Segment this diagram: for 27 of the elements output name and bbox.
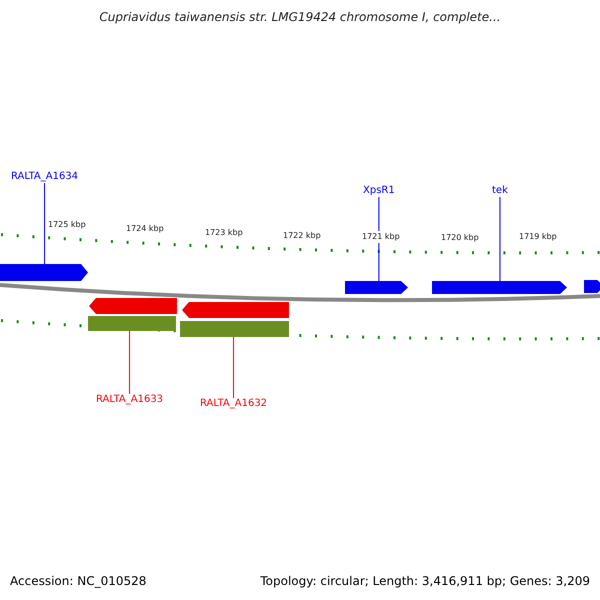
leader-line <box>499 196 500 282</box>
coding-region-block <box>88 316 176 331</box>
gene-label: tek <box>492 185 508 197</box>
accession-text: Accession: NC_010528 <box>10 575 146 587</box>
gene-feature <box>345 281 408 294</box>
gene-feature <box>182 302 289 318</box>
tick-label: 1719 kbp <box>519 231 557 243</box>
gene-feature <box>89 298 177 314</box>
coding-region-block <box>180 321 289 337</box>
leader-line <box>129 330 130 394</box>
tick-label: 1724 kbp <box>126 223 164 235</box>
gene-label: RALTA_A1632 <box>200 398 268 410</box>
leader-line <box>233 336 234 398</box>
genome-summary-text: Topology: circular; Length: 3,416,911 bp; Genes: 3,209 <box>260 575 590 587</box>
tick-label: 1722 kbp <box>283 230 321 242</box>
leader-line <box>44 182 46 264</box>
map-title: Cupriavidus taiwanensis str. LMG19424 chromosome I, complete... <box>98 11 502 23</box>
tick-label: 1720 kbp <box>441 232 479 244</box>
gene-feature <box>432 281 567 294</box>
tick-label: 1725 kbp <box>48 219 86 231</box>
gene-feature <box>584 280 600 293</box>
gene-label: RALTA_A1633 <box>96 394 164 406</box>
gene-label: RALTA_A1634 <box>11 171 78 183</box>
tick-label: 1721 kbp <box>362 231 400 243</box>
gene-label: XpsR1 <box>363 185 395 197</box>
gene-feature <box>0 264 88 281</box>
tick-label: 1723 kbp <box>205 227 243 239</box>
